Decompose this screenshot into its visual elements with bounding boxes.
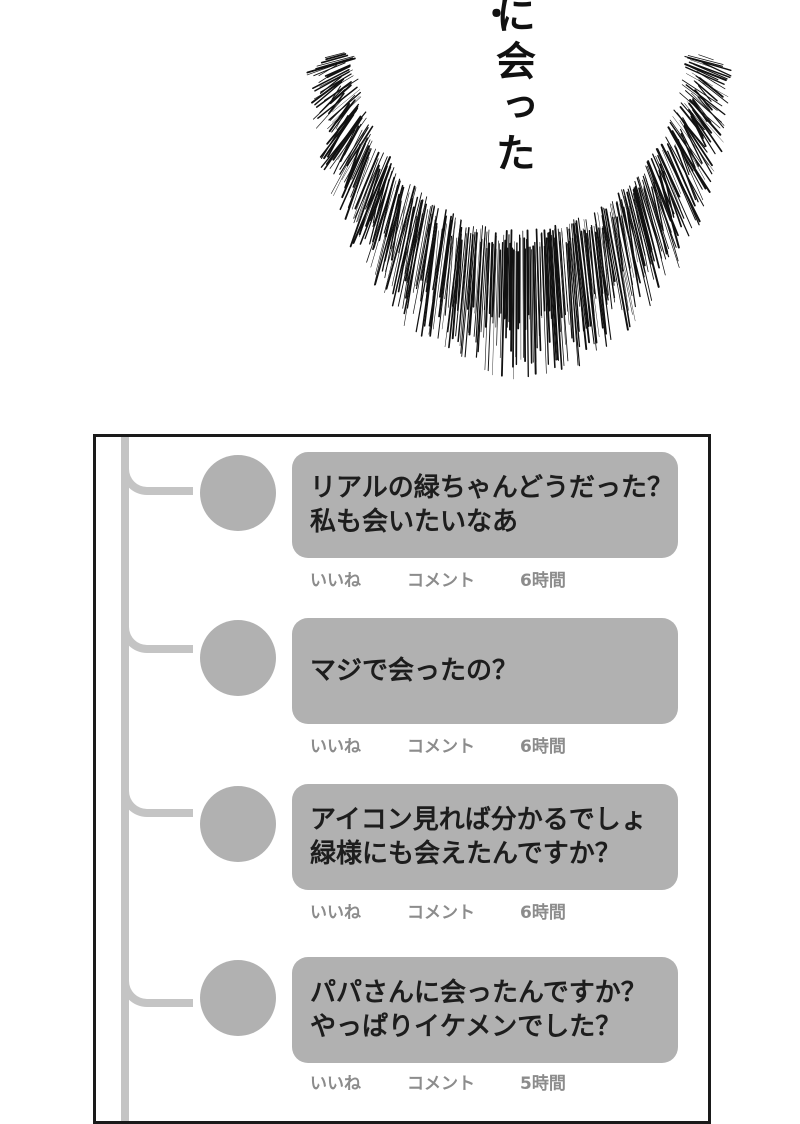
comment-button[interactable]: コメント bbox=[407, 1069, 475, 1094]
comment-text-line: 緑様にも会えたんですか？ bbox=[310, 837, 660, 871]
speed-line bbox=[685, 57, 722, 67]
comment-text-line: リアルの緑ちゃんどうだった？ bbox=[310, 471, 660, 505]
comment-feed-panel: リアルの緑ちゃんどうだった？ 私も会いたいなあ いいね コメント 6時間 マジで… bbox=[93, 434, 711, 1124]
thread-connector bbox=[121, 595, 193, 653]
like-button[interactable]: いいね bbox=[310, 898, 361, 923]
timestamp: 6時間 bbox=[520, 898, 566, 923]
comment-text-line: やっぱりイケメンでした？ bbox=[310, 1010, 660, 1044]
speed-line bbox=[516, 243, 517, 364]
timestamp: 5時間 bbox=[520, 1069, 566, 1094]
comment-text-line: アイコン見れば分かるでしょ bbox=[310, 803, 660, 837]
vertical-caption: に会った bbox=[492, 0, 532, 178]
comment-bubble: パパさんに会ったんですか？ やっぱりイケメンでした？ bbox=[292, 957, 678, 1063]
timestamp: 6時間 bbox=[520, 732, 566, 757]
comment-button[interactable]: コメント bbox=[407, 898, 475, 923]
like-button[interactable]: いいね bbox=[310, 732, 361, 757]
comment-bubble: アイコン見れば分かるでしょ 緑様にも会えたんですか？ bbox=[292, 784, 678, 890]
speed-line bbox=[528, 231, 529, 315]
speed-line bbox=[307, 61, 347, 75]
speed-line bbox=[530, 247, 532, 363]
speed-line bbox=[511, 249, 512, 351]
thread-connector bbox=[121, 949, 193, 1007]
timestamp: 6時間 bbox=[520, 566, 566, 591]
like-button[interactable]: いいね bbox=[310, 1069, 361, 1094]
comment-text-line: マジで会ったの？ bbox=[310, 654, 660, 688]
comment-bubble: リアルの緑ちゃんどうだった？ 私も会いたいなあ bbox=[292, 452, 678, 558]
speed-line bbox=[689, 110, 710, 142]
like-button[interactable]: いいね bbox=[310, 566, 361, 591]
comment-text-line: パパさんに会ったんですか？ bbox=[310, 976, 660, 1010]
thread-connector bbox=[121, 759, 193, 817]
comment-button[interactable]: コメント bbox=[407, 732, 475, 757]
speed-line bbox=[542, 233, 545, 311]
avatar[interactable] bbox=[200, 455, 276, 531]
thread-connector bbox=[121, 437, 193, 495]
speed-line bbox=[606, 209, 628, 329]
comment-text-line: 私も会いたいなあ bbox=[310, 505, 660, 539]
comment-button[interactable]: コメント bbox=[407, 566, 475, 591]
comment-bubble: マジで会ったの？ bbox=[292, 618, 678, 724]
avatar[interactable] bbox=[200, 620, 276, 696]
avatar[interactable] bbox=[200, 960, 276, 1036]
speed-lines bbox=[0, 0, 800, 400]
avatar[interactable] bbox=[200, 786, 276, 862]
speed-line bbox=[474, 245, 476, 307]
speed-line bbox=[499, 250, 500, 317]
